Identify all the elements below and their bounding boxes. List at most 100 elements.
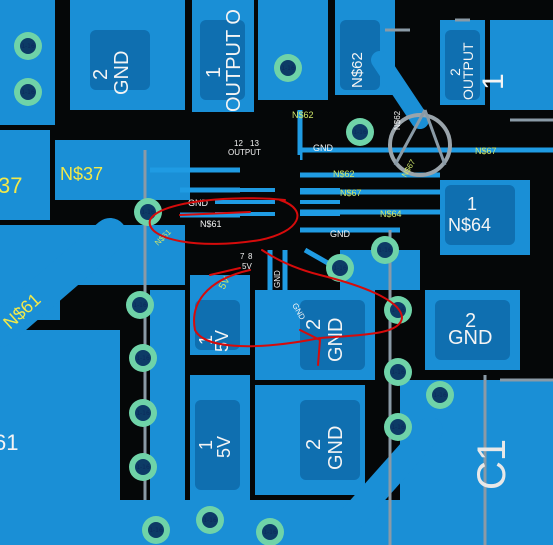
ic-footprint [215, 155, 340, 250]
copper-pour-left-37 [0, 130, 50, 220]
ic-pin [300, 212, 340, 216]
via: 1-16 [129, 453, 157, 481]
label-gnd-top-num: 2 [90, 69, 112, 80]
via: 1-16 [326, 254, 354, 282]
label-n62-net: N$62 [349, 52, 366, 88]
label-5v-low-num: 1 [196, 440, 216, 450]
annotation-strike [179, 211, 251, 216]
pad-gnd-low [300, 400, 360, 480]
ic-pin [300, 200, 340, 204]
via: 1-16 [142, 516, 170, 544]
pad-5v-mid [195, 300, 240, 350]
annotation-loop-top [148, 197, 299, 245]
net-label: 5V [217, 275, 233, 291]
net-label: N$62 [393, 110, 402, 130]
pad-gnd-right [435, 300, 510, 360]
net-label: GND [188, 198, 209, 208]
label-n64-num: 1 [467, 194, 477, 214]
vias: 1-16 1-16 1-16 1-16 1-16 1-16 1-16 1-16 … [14, 32, 454, 545]
pin-label-7: 7 [240, 252, 245, 261]
copper-pour-top-right [490, 20, 553, 110]
net-label: OUTPUT [228, 148, 261, 157]
svg-text:1-16: 1-16 [263, 529, 277, 536]
label-gnd-right-net: GND [448, 327, 492, 349]
pin-label-8: 8 [248, 252, 253, 261]
net-label: GND [313, 143, 334, 153]
svg-text:1-16: 1-16 [21, 43, 35, 50]
red-annotation [148, 197, 404, 366]
svg-text:1-16: 1-16 [433, 392, 447, 399]
via: 1-16 [274, 54, 302, 82]
trace-n62-diag [371, 51, 429, 129]
net-label: 5V [242, 262, 252, 271]
copper-pour-bottom-column [150, 290, 185, 520]
label-output-net: OUTPUT O [223, 9, 245, 112]
net-label: N$62 [333, 169, 355, 179]
label-c1: C1 [470, 439, 514, 490]
silk-diag-a [393, 109, 427, 166]
label-ns37: N$37 [60, 164, 103, 184]
svg-text:1-16: 1-16 [391, 369, 405, 376]
net-label: N$67 [340, 188, 362, 198]
svg-text:1-16: 1-16 [391, 424, 405, 431]
svg-text:1-16: 1-16 [378, 247, 392, 254]
label-gnd-mid-num: 2 [303, 319, 325, 330]
via: 1-16 [371, 236, 399, 264]
svg-text:1-16: 1-16 [136, 464, 150, 471]
silk-circle-mark [388, 113, 452, 177]
svg-text:1-16: 1-16 [21, 89, 35, 96]
label-gnd-top-net: GND [111, 51, 133, 95]
silk-diag-b [423, 109, 447, 166]
label-left-37: 37 [0, 173, 22, 198]
ic-pin [215, 212, 275, 216]
svg-text:1-16: 1-16 [136, 355, 150, 362]
svg-text:1-16: 1-16 [333, 265, 347, 272]
pad-highlights [90, 20, 515, 490]
pad-5v-low [195, 400, 240, 490]
label-n64-net: N$64 [448, 215, 491, 235]
via: 1-16 [14, 78, 42, 106]
via: 1-16 [14, 32, 42, 60]
annotation-tick [209, 267, 241, 276]
svg-text:1-16: 1-16 [281, 65, 295, 72]
label-gnd-low-num: 2 [303, 439, 325, 450]
via: 1-16 [126, 291, 154, 319]
trace-n61-diagonal [0, 218, 127, 347]
via: 1-16 [256, 518, 284, 545]
pad-gnd-mid [300, 300, 365, 370]
pad-labels: 2 GND 1 OUTPUT O N$62 2 OUTPUT 1 37 N$37… [0, 9, 514, 490]
via: 1-16 [426, 381, 454, 409]
pad-gnd-top [90, 30, 150, 90]
pad-n62 [340, 20, 380, 90]
net-label: GND [273, 270, 282, 288]
label-output-num: 1 [203, 67, 225, 78]
via: 1-16 [384, 358, 412, 386]
label-5v-low-net: 5V [214, 436, 234, 458]
annotation-arrow [299, 329, 322, 366]
copper-pour-bottom-right [400, 380, 553, 545]
net-label: N$64 [380, 209, 402, 219]
svg-text:1-16: 1-16 [141, 209, 155, 216]
svg-text:1-16: 1-16 [391, 307, 405, 314]
net-label: N$61 [200, 219, 222, 229]
ic-pin [300, 188, 340, 192]
label-gnd-mid-net: GND [325, 318, 347, 362]
pin-label-12: 12 [234, 139, 243, 148]
svg-text:1-16: 1-16 [149, 527, 163, 534]
net-label: N$67 [475, 146, 497, 156]
via: 1-16 [129, 344, 157, 372]
label-5v-mid-net: 5V [212, 330, 232, 352]
svg-text:1-16: 1-16 [353, 129, 367, 136]
net-label: GND [330, 229, 351, 239]
via: 1-16 [346, 118, 374, 146]
net-label: N$62 [292, 110, 314, 120]
svg-text:1-16: 1-16 [203, 517, 217, 524]
ic-pin [215, 200, 275, 204]
svg-text:1-16: 1-16 [133, 302, 147, 309]
via: 1-16 [129, 399, 157, 427]
via: 1-16 [384, 413, 412, 441]
copper-pour-top-left [0, 0, 55, 125]
label-gnd-right-num: 2 [465, 310, 476, 332]
